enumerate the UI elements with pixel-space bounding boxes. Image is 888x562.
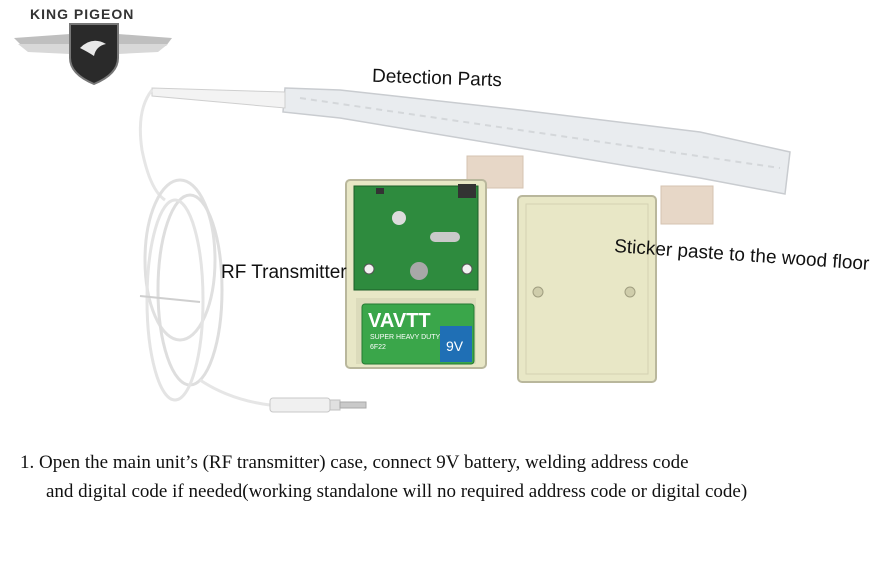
- brand-name: KING PIGEON: [30, 6, 135, 22]
- detection-parts-label: Detection Parts: [371, 65, 503, 92]
- rf-transmitter-label: RF Transmitter: [221, 262, 347, 283]
- battery-type: SUPER HEAVY DUTY: [370, 334, 441, 341]
- battery-voltage: 9V: [446, 338, 464, 354]
- logo-emblem: [14, 23, 172, 86]
- case-cover: [517, 195, 657, 383]
- detection-strip: [151, 87, 791, 195]
- sticker-pad: [660, 185, 714, 225]
- battery-brand: VAVTT: [368, 310, 431, 332]
- cable: [138, 89, 271, 407]
- caption-line-2: and digital code if needed(working stand…: [46, 481, 748, 502]
- audio-jack: [269, 397, 367, 413]
- caption-line-1: 1. Open the main unit’s (RF transmitter)…: [20, 452, 689, 473]
- battery: [361, 303, 475, 365]
- battery-model: 6F22: [370, 344, 386, 351]
